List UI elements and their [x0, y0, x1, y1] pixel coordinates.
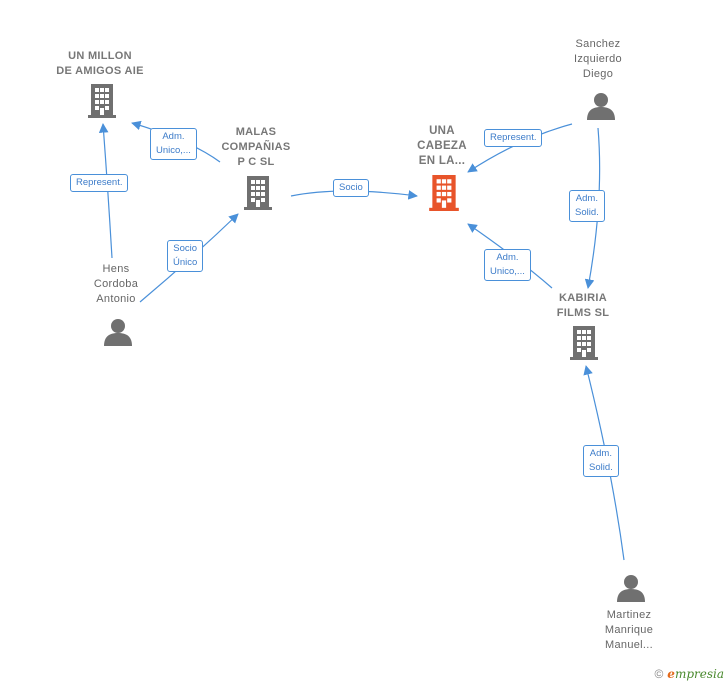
martinez-person-icon[interactable]: [617, 575, 645, 602]
edge-label-adm-solid-2: Adm. Solid.: [583, 445, 619, 477]
malas-companias-label[interactable]: MALAS COMPAÑIAS P C SL: [221, 126, 291, 168]
edge-label-socio-unico: Socio Único: [167, 240, 204, 272]
edge-label-adm-unico-1: Adm. Unico,...: [150, 128, 197, 160]
edge-label-adm-unico-2: Adm. Unico,...: [484, 249, 531, 281]
kabiria-label[interactable]: KABIRIA FILMS SL: [556, 292, 610, 319]
un-millon-label[interactable]: UN MILLON DE AMIGOS AIE: [56, 50, 144, 77]
hens-label[interactable]: Hens Cordoba Antonio: [93, 263, 139, 305]
copyright-icon: ©: [654, 667, 664, 681]
sanchez-person-icon[interactable]: [587, 93, 615, 120]
main-company-building-icon[interactable]: [429, 175, 459, 211]
malas-companias-building-icon[interactable]: [244, 176, 272, 210]
edge-label-represent-1: Represent.: [70, 174, 129, 192]
edge-label-socio: Socio: [333, 179, 369, 197]
kabiria-building-icon[interactable]: [570, 326, 598, 360]
edge-label-represent-2: Represent.: [484, 129, 543, 147]
empresia-logo: empresia: [667, 667, 724, 681]
martinez-label[interactable]: Martinez Manrique Manuel...: [604, 609, 654, 651]
edge-label-adm-solid-1: Adm. Solid.: [569, 190, 605, 222]
main-company-label[interactable]: UNA CABEZA EN LA...: [417, 125, 467, 167]
footer-brand: © empresia: [654, 667, 724, 681]
hens-person-icon[interactable]: [104, 319, 132, 346]
un-millon-building-icon[interactable]: [88, 84, 116, 118]
sanchez-label[interactable]: Sanchez Izquierdo Diego: [574, 38, 622, 80]
